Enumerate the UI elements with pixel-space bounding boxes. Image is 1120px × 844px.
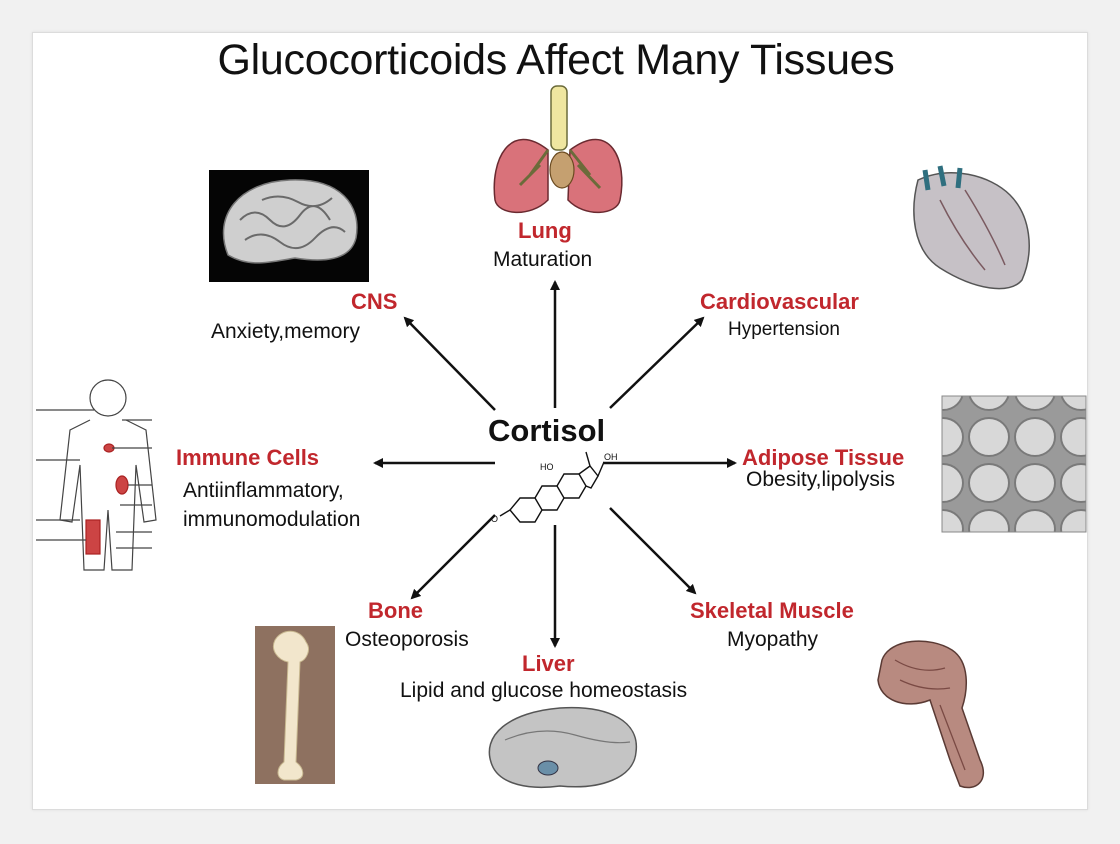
molecule-atom-o: O — [491, 514, 498, 524]
arrow-to-bone — [410, 514, 496, 600]
center-label: Cortisol — [488, 413, 606, 448]
cardio-label: Cardiovascular — [700, 289, 859, 314]
lung-label: Lung — [518, 218, 572, 243]
liver-label: Liver — [522, 651, 575, 676]
cortisol-molecule — [499, 451, 605, 523]
adipose-effect: Obesity,lipolysis — [746, 468, 895, 491]
adipose-label: Adipose Tissue — [742, 445, 905, 470]
arrow-to-muscle — [609, 507, 697, 595]
cns-label: CNS — [351, 289, 398, 314]
muscle-label: Skeletal Muscle — [690, 598, 854, 623]
immune-effect-line-1: Antiinflammatory, — [183, 479, 344, 502]
adipose-micrograph — [941, 395, 1087, 533]
lung-effect: Maturation — [493, 248, 593, 271]
muscle-effect: Myopathy — [727, 628, 819, 651]
liver-effect: Lipid and glucose homeostasis — [400, 679, 688, 702]
liver-illustration — [488, 706, 638, 789]
lymphatic-system-diagram — [36, 379, 157, 571]
immune-effect-line-2: immunomodulation — [183, 508, 361, 531]
arrow-to-cardio — [609, 316, 705, 409]
femur-photo — [255, 626, 335, 784]
bone-effect: Osteoporosis — [345, 628, 469, 651]
bone-label: Bone — [368, 598, 423, 623]
cardio-effect: Hypertension — [728, 319, 840, 340]
arrow-to-cns — [403, 316, 496, 411]
diagram-title: Glucocorticoids Affect Many Tissues — [217, 36, 895, 84]
molecule-atom-oh: OH — [604, 452, 618, 462]
brain-photo — [209, 170, 369, 282]
arm-muscle-illustration — [877, 640, 985, 789]
lung-illustration — [493, 85, 623, 214]
heart-illustration — [913, 165, 1030, 290]
immune-label: Immune Cells — [176, 445, 320, 470]
molecule-atom-ho: HO — [540, 462, 554, 472]
cns-effect: Anxiety,memory — [211, 320, 360, 343]
